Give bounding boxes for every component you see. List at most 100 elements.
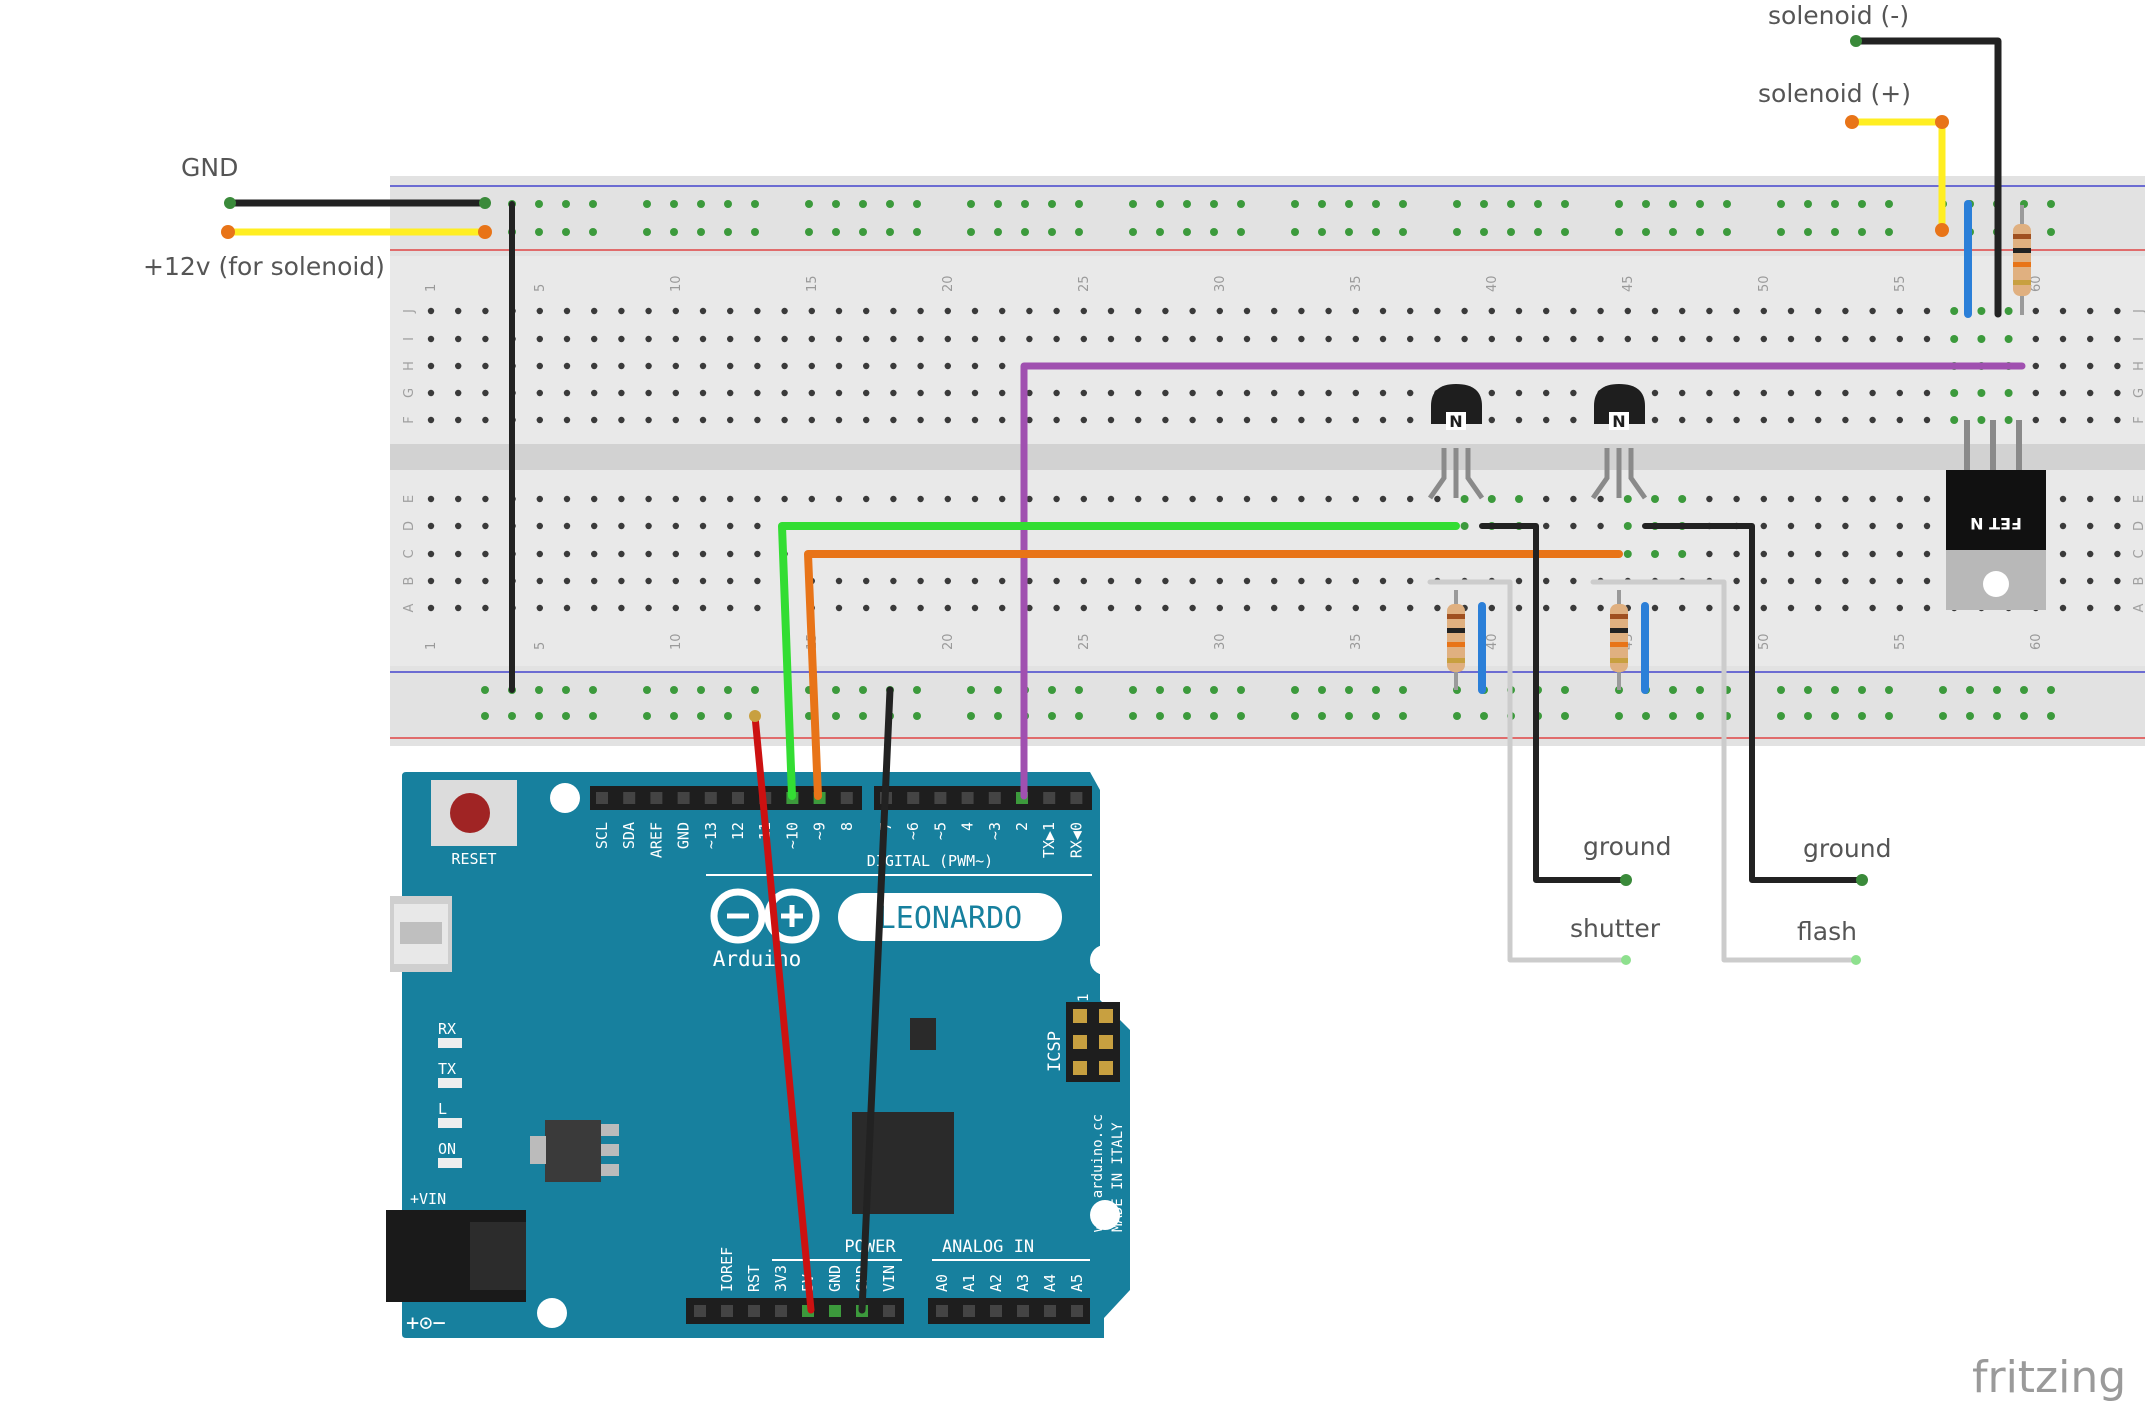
analog-pin-label: A0 bbox=[933, 1274, 951, 1292]
arduino-leonardo: RESET RX TX L ON +VIN +⊙− bbox=[386, 772, 1130, 1338]
red-wire-5v bbox=[751, 712, 815, 1314]
row-letter: G bbox=[402, 388, 417, 398]
led-tx-label: TX bbox=[438, 1060, 456, 1078]
row-letter: C bbox=[2132, 549, 2145, 558]
brand-label: Arduino bbox=[713, 947, 802, 971]
reset-button: RESET bbox=[431, 780, 517, 868]
ground-wire-2 bbox=[1642, 523, 1865, 883]
purple-wire-pin2 bbox=[1020, 362, 2026, 800]
solenoid-plus-label: solenoid (+) bbox=[1758, 79, 1911, 108]
solenoid-minus-label: solenoid (-) bbox=[1768, 1, 1909, 30]
shutter-label: shutter bbox=[1570, 914, 1661, 943]
column-number: 5 bbox=[533, 642, 548, 650]
power-pin-label: VIN bbox=[880, 1265, 898, 1292]
digital-pin-label: TX▶1 bbox=[1040, 822, 1058, 858]
shutter-wire bbox=[1427, 579, 1629, 963]
flash-label: flash bbox=[1797, 917, 1857, 946]
column-number: 25 bbox=[1077, 275, 1092, 292]
digital-pin-label: GND bbox=[675, 822, 693, 849]
column-number: 35 bbox=[1349, 633, 1364, 650]
row-letter: B bbox=[2132, 577, 2145, 586]
fet-mark: FET N bbox=[1970, 514, 2022, 533]
fritzing-watermark: fritzing bbox=[1972, 1352, 2126, 1403]
row-letter: A bbox=[2132, 603, 2145, 612]
ground-label-2: ground bbox=[1803, 834, 1891, 863]
transistor-1: N bbox=[1427, 384, 1485, 500]
row-letter: F bbox=[402, 416, 417, 423]
wires bbox=[224, 37, 2026, 1314]
orange-wire-pin9 bbox=[804, 550, 1623, 800]
ground-label-1: ground bbox=[1583, 832, 1671, 861]
column-number: 35 bbox=[1349, 275, 1364, 292]
digital-pin-label: 8 bbox=[838, 822, 856, 831]
arduino-logo: Arduino LEONARDO bbox=[710, 888, 1062, 971]
digital-pin-label: ~9 bbox=[811, 822, 829, 840]
column-number: 10 bbox=[669, 633, 684, 650]
reset-label: RESET bbox=[451, 850, 496, 868]
wire-endpoints bbox=[221, 35, 1949, 965]
column-number: 5 bbox=[533, 284, 548, 292]
power-pin-label: RST bbox=[745, 1265, 763, 1292]
polarity-label: +⊙− bbox=[406, 1311, 446, 1336]
power-pin-label: 3V3 bbox=[772, 1265, 790, 1292]
analog-pin-label: A3 bbox=[1014, 1274, 1032, 1292]
column-number: 30 bbox=[1213, 633, 1228, 650]
digital-pin-label: AREF bbox=[647, 822, 665, 858]
digital-pin-label: 12 bbox=[729, 822, 747, 840]
row-letter: I bbox=[2132, 337, 2145, 341]
analog-pin-label: A1 bbox=[960, 1274, 978, 1292]
power-jack: +VIN +⊙− bbox=[386, 1190, 526, 1336]
digital-pin-label: SDA bbox=[620, 822, 638, 849]
column-number: 1 bbox=[424, 642, 439, 650]
ground-wire-1 bbox=[1479, 523, 1629, 883]
fet-transistor: FET N bbox=[1946, 420, 2046, 610]
bottom-power-rail bbox=[390, 666, 2145, 746]
column-number: 25 bbox=[1077, 633, 1092, 650]
small-chip bbox=[910, 1018, 936, 1050]
column-number: 50 bbox=[1757, 275, 1772, 292]
row-letter: C bbox=[402, 549, 417, 558]
v12-label: +12v (for solenoid) bbox=[143, 252, 385, 281]
column-number: 60 bbox=[2029, 275, 2044, 292]
led-on-label: ON bbox=[438, 1140, 456, 1158]
column-number: 15 bbox=[805, 275, 820, 292]
column-number: 55 bbox=[1893, 275, 1908, 292]
transistor-2-mark: N bbox=[1612, 412, 1625, 431]
column-number: 45 bbox=[1621, 275, 1636, 292]
row-letters: JJIIHHGGFFEEDDCCBBAA bbox=[402, 309, 2145, 612]
digital-pin-label: 4 bbox=[959, 822, 977, 831]
row-letter: I bbox=[402, 337, 417, 341]
digital-pin-label: ~13 bbox=[702, 822, 720, 849]
row-letter: F bbox=[2132, 416, 2145, 423]
column-number: 40 bbox=[1485, 275, 1500, 292]
transistor-2: N bbox=[1590, 384, 1648, 500]
black-wire-gnd bbox=[858, 686, 894, 1314]
row-letter: D bbox=[2132, 521, 2145, 531]
digital-pin-label: 2 bbox=[1013, 822, 1031, 831]
icsp-pins bbox=[1073, 1009, 1113, 1075]
analog-pin-label: A5 bbox=[1068, 1274, 1086, 1292]
made-label: MADE IN ITALY bbox=[1110, 1122, 1126, 1232]
model-label: LEONARDO bbox=[878, 901, 1023, 936]
led-rx-label: RX bbox=[438, 1020, 456, 1038]
digital-pin-label: ~5 bbox=[931, 822, 949, 840]
column-number: 1 bbox=[424, 284, 439, 292]
gnd-label: GND bbox=[181, 153, 238, 182]
row-letter: A bbox=[402, 603, 417, 612]
resistor-2 bbox=[1610, 590, 1628, 690]
green-wire-pin10 bbox=[778, 522, 1460, 800]
led-l-label: L bbox=[438, 1100, 447, 1118]
analog-sockets bbox=[936, 1305, 1083, 1317]
flash-wire bbox=[1590, 579, 1859, 963]
row-letter: G bbox=[2132, 388, 2145, 398]
column-number: 30 bbox=[1213, 275, 1228, 292]
digital-pin-label: RX◀0 bbox=[1067, 822, 1085, 858]
transistor-1-mark: N bbox=[1449, 412, 1462, 431]
icsp-pin1-label: 1 bbox=[1076, 994, 1092, 1002]
row-letter: H bbox=[2132, 361, 2145, 371]
